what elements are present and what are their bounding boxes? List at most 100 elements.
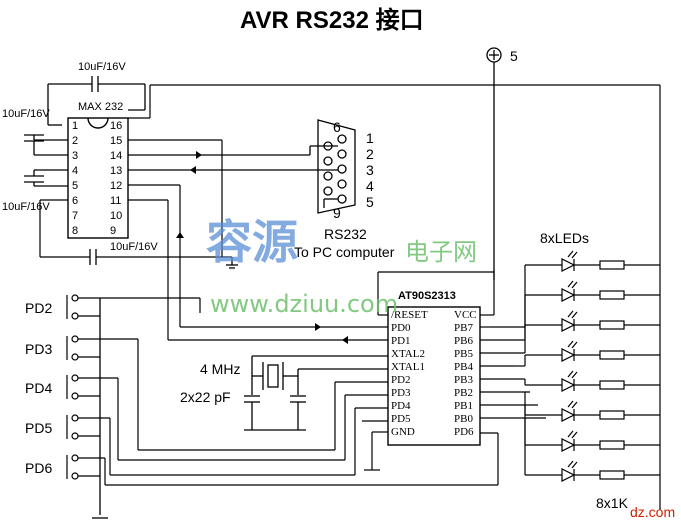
- resistor: [599, 290, 625, 300]
- mcu-power-wires: [364, 271, 495, 471]
- mcu-chip: [387, 306, 481, 446]
- switch-contact: [71, 472, 79, 480]
- watermark-url: www.dziuu.com: [210, 290, 398, 318]
- vcc-label: 5: [510, 48, 518, 64]
- max232-pin: 3: [72, 150, 78, 162]
- watermark-brand: 容源: [206, 215, 298, 269]
- max232-pin: 12: [110, 180, 122, 192]
- mcu-pin: PD4: [391, 400, 411, 412]
- mcu-pin: PB7: [454, 322, 473, 334]
- led-light-ray: [571, 431, 578, 439]
- led-light-ray: [567, 250, 574, 258]
- switch-contact: [71, 353, 79, 361]
- db9-pin-label: 5: [366, 194, 374, 210]
- db9-right-pin-labels: 1 2 3 4 5: [366, 130, 374, 210]
- led-diode: [561, 258, 576, 272]
- resistor: [599, 410, 625, 420]
- pushbutton-switch: PD3: [25, 335, 100, 361]
- switch-contact: [71, 454, 79, 462]
- resistor: [599, 350, 625, 360]
- mcu-pin: PB3: [454, 374, 473, 386]
- led-diode: [561, 348, 576, 362]
- max232-pin: 8: [72, 225, 78, 237]
- switch-contact: [71, 374, 79, 382]
- mcu-pin: PB2: [454, 387, 473, 399]
- mcu-left-pin-labels: /RESET PD0 PD1 XTAL2 XTAL1 PD2 PD3 PD4 P…: [391, 309, 428, 438]
- max232-signal-wires: [128, 139, 388, 341]
- mcu-pin: XTAL2: [391, 348, 425, 360]
- switch-label: PD5: [25, 420, 52, 436]
- db9-pin-label: 1: [366, 130, 374, 146]
- led-light-ray: [571, 341, 578, 349]
- led-diode: [561, 288, 576, 302]
- db9-connector: [309, 119, 356, 214]
- switch-contact: [71, 312, 79, 320]
- max232-pin: 15: [110, 135, 122, 147]
- capacitor-left-bottom-label: 10uF/16V: [2, 201, 50, 213]
- mcu-pin: PD2: [391, 374, 411, 386]
- mcu-pin: PD1: [391, 335, 411, 347]
- led-light-ray: [567, 460, 574, 468]
- pushbutton-switch: PD4: [25, 374, 100, 400]
- led-row: [480, 391, 660, 422]
- led-light-ray: [567, 310, 574, 318]
- max232-chip: [67, 117, 129, 239]
- mcu-pin: PB5: [454, 348, 473, 360]
- switch-label: PD3: [25, 341, 52, 357]
- db9-pin-label: 4: [366, 178, 374, 194]
- resistors-label: 8x1K: [596, 495, 629, 511]
- switch-contact: [71, 392, 79, 400]
- max232-pin: 16: [110, 120, 122, 132]
- mcu-pin: GND: [391, 426, 415, 438]
- capacitor-left-top-label: 10uF/16V: [2, 108, 50, 120]
- led-diode: [561, 408, 576, 422]
- max232-pin: 9: [110, 225, 116, 237]
- capacitor-bottom: [89, 249, 238, 269]
- switch-label: PD6: [25, 460, 52, 476]
- led-light-ray: [567, 430, 574, 438]
- led-diode: [561, 318, 576, 332]
- led-diode: [561, 378, 576, 392]
- capacitor-left-bottom: [24, 169, 68, 187]
- switch-label: PD4: [25, 380, 52, 396]
- mcu-pin: PD5: [391, 413, 411, 425]
- led-diode: [561, 468, 576, 482]
- max232-pin: 10: [110, 210, 122, 222]
- max232-pin: 1: [72, 120, 78, 132]
- switch-contact: [71, 294, 79, 302]
- led-light-ray: [571, 401, 578, 409]
- vcc-rail: [128, 84, 661, 510]
- resistor: [599, 380, 625, 390]
- watermark-corner: dz.com: [630, 504, 675, 520]
- db9-pin9-label: 9: [333, 205, 341, 221]
- led-light-ray: [571, 311, 578, 319]
- led-light-ray: [571, 371, 578, 379]
- max232-pin: 4: [72, 165, 78, 177]
- capacitor-bottom-label: 10uF/16V: [110, 241, 158, 253]
- led-row: [480, 310, 660, 354]
- max232-pin: 11: [110, 195, 121, 207]
- watermark-brand-2: 电子网: [405, 238, 477, 266]
- max232-pin: 13: [110, 165, 122, 177]
- led-diode: [561, 438, 576, 452]
- max232-pin: 7: [72, 210, 78, 222]
- db9-pin-label: 3: [366, 162, 374, 178]
- resistor: [599, 470, 625, 480]
- led-row: [480, 404, 660, 452]
- max232-pin: 14: [110, 150, 122, 162]
- mcu-pin: PD3: [391, 387, 411, 399]
- resistor: [599, 320, 625, 330]
- db9-subtitle: To PC computer: [294, 244, 395, 260]
- led-light-ray: [567, 340, 574, 348]
- switch-label: PD2: [25, 300, 52, 316]
- led-row: [480, 370, 660, 392]
- mcu-name: AT90S2313: [398, 290, 456, 302]
- mcu-pin: PB6: [454, 335, 473, 347]
- capacitor-top: [47, 76, 146, 126]
- signal-arrows: [176, 151, 348, 344]
- led-row: [480, 250, 660, 328]
- led-light-ray: [571, 251, 578, 259]
- mcu-pin: /RESET: [391, 309, 428, 321]
